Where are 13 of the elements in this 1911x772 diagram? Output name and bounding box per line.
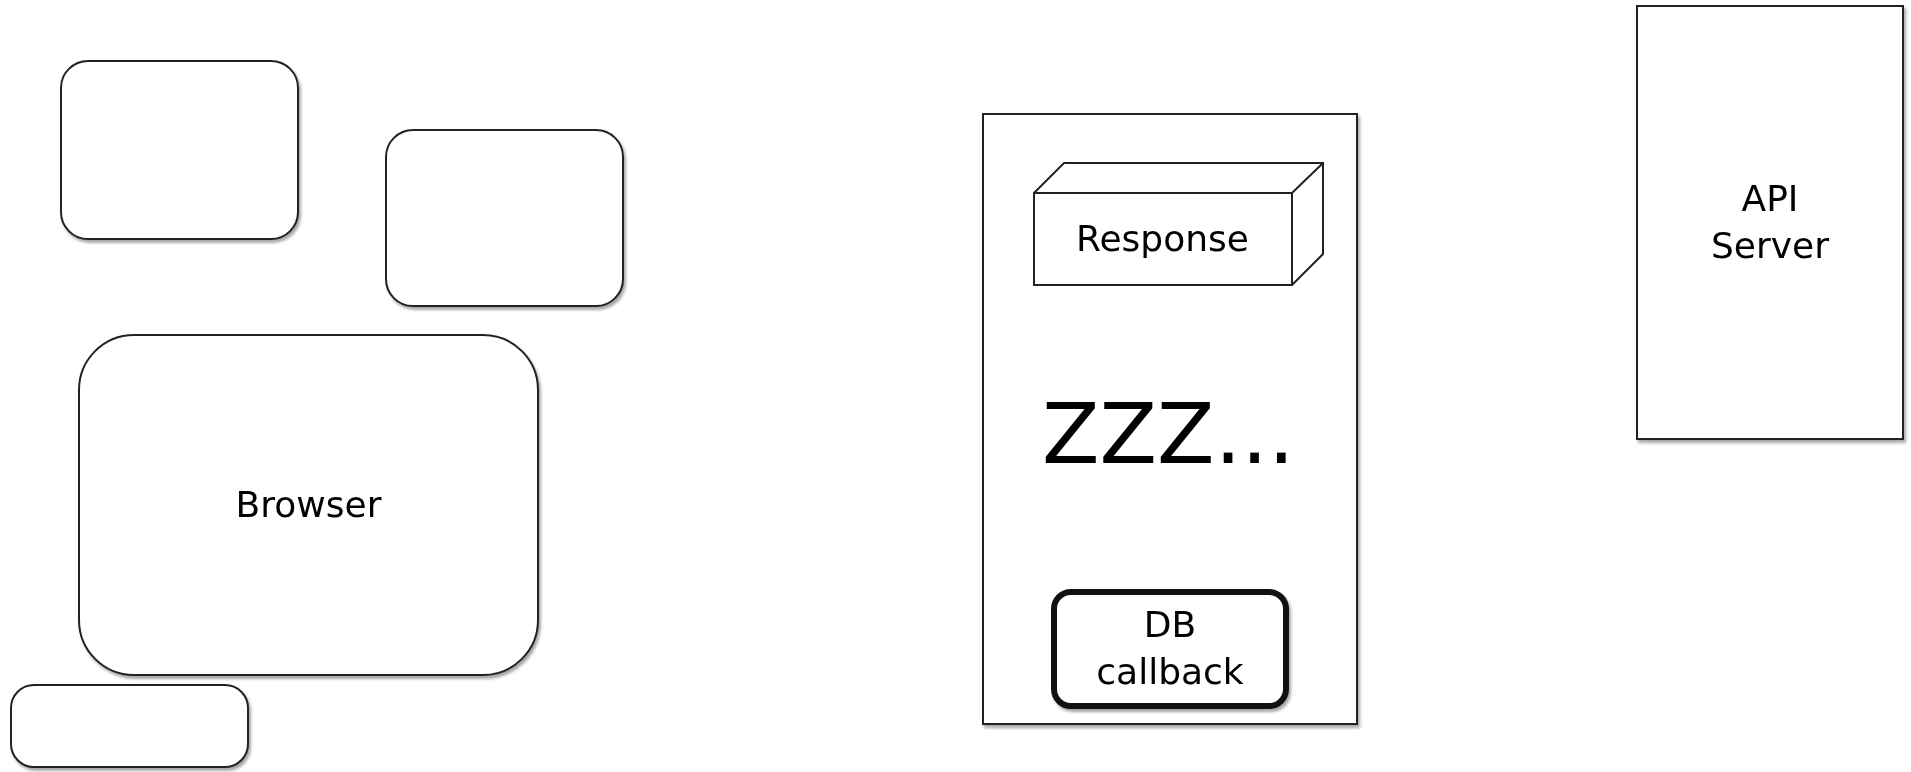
empty-box: [10, 684, 249, 768]
node-label: API Server: [1709, 176, 1831, 268]
cube-box: [1033, 162, 1324, 286]
panel-box: [1636, 5, 1904, 440]
rounded-box: [78, 334, 539, 676]
empty-box: [385, 129, 624, 307]
empty-box: [60, 60, 299, 240]
node-label: DB callback: [1095, 603, 1245, 694]
sleep-label: ZZZ...: [1042, 385, 1295, 483]
node-label: Response: [1075, 217, 1250, 262]
empty-box: [982, 113, 1358, 725]
node-label: Browser: [235, 482, 382, 527]
callback-box: [1051, 589, 1289, 709]
